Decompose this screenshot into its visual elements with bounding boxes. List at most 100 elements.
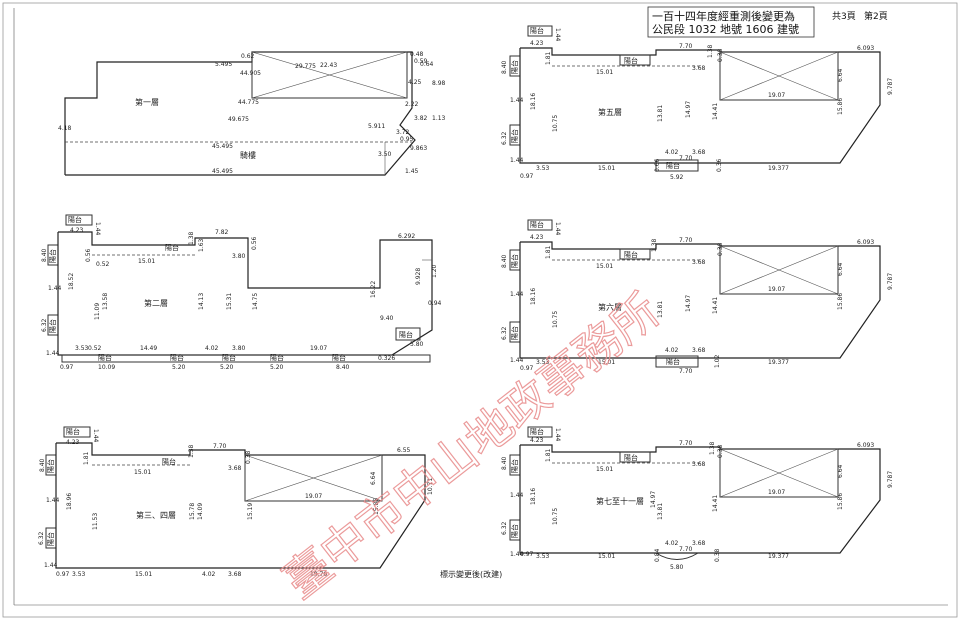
balcony-label: 陽台: [510, 326, 519, 340]
dim: 15.78: [189, 503, 196, 520]
dim: 10.09: [98, 364, 115, 371]
balcony-label: 陽台: [46, 459, 55, 473]
dim: 19.07: [768, 489, 785, 496]
dim: 7.70: [679, 43, 693, 50]
dim: 3.68: [228, 465, 242, 472]
dim: 0.95: [400, 136, 414, 143]
dim: 19.377: [768, 553, 789, 560]
dim: 15.01: [138, 258, 155, 265]
dim: 6.64: [837, 262, 844, 276]
dim: 1.38: [707, 44, 714, 58]
balcony-label: 陽台: [624, 250, 638, 259]
dim: 5.92: [670, 174, 684, 181]
dim: 5.80: [410, 341, 424, 348]
dim: 14.41: [712, 297, 719, 314]
dim: 5.911: [368, 123, 385, 130]
dim: 5.80: [670, 564, 684, 571]
dim: 5.20: [220, 364, 234, 371]
dim: 7.70: [679, 546, 693, 553]
dim: 3.68: [692, 259, 706, 266]
dim: 18.16: [530, 488, 537, 505]
dim: 6.093: [857, 45, 874, 52]
dim: 10.75: [552, 508, 559, 525]
dim: 6.64: [837, 68, 844, 82]
dim: 1.44: [554, 428, 561, 442]
dim: 14.13: [198, 293, 205, 310]
balcony-label: 陽台: [624, 453, 638, 462]
dim: 1.38: [651, 238, 658, 252]
floor-5-plan: 陽台 陽台 陽台 陽台 陽台 第五層 4.23 1.44 8.40 1.44 1…: [501, 25, 894, 181]
balcony-label: 陽台: [666, 161, 680, 170]
dim: 4.23: [530, 234, 544, 241]
dim: 1.44: [554, 222, 561, 236]
dim: 6.55: [397, 447, 411, 454]
balcony-label: 陽台: [510, 524, 519, 538]
balcony-label: 陽台: [162, 457, 176, 466]
dim: 15.01: [596, 466, 613, 473]
dim: 18.96: [66, 493, 73, 510]
dim: 4.23: [530, 40, 544, 47]
dim: 14.97: [685, 101, 692, 118]
dim: 3.50: [378, 151, 392, 158]
dim: 45.495: [212, 168, 233, 175]
floor-2-plan: 陽台 陽台 陽台 陽台 陽台 陽台 陽台 陽台 陽台 陽台 第二層 4.23 1…: [41, 214, 442, 371]
dim: 15.01: [596, 263, 613, 270]
dim: 14.41: [712, 495, 719, 512]
dim: 6.093: [857, 442, 874, 449]
dim: 3.68: [692, 149, 706, 156]
dim: 16.22: [370, 281, 377, 298]
dim: 4.02: [665, 347, 679, 354]
dim: 3.68: [692, 65, 706, 72]
dim: 19.70: [310, 571, 327, 578]
dim: 1.38: [188, 444, 195, 458]
dim: 10.75: [552, 115, 559, 132]
dim: 0.56: [251, 236, 258, 250]
floor-7-11-plan: 陽台 陽台 陽台 陽台 第七至十一層 4.23 1.44 8.40 1.44 1…: [501, 426, 894, 571]
balcony-label: 陽台: [332, 353, 346, 362]
floor-3-4-plan: 陽台 陽台 陽台 陽台 第三、四層 4.23 1.44 8.40 1.44 18…: [38, 426, 502, 579]
dim: 1.81: [545, 51, 552, 65]
balcony-label: 陽台: [530, 26, 544, 35]
dim: 1.44: [44, 562, 58, 569]
pages-total: 共3頁: [832, 11, 856, 22]
dim: 6.292: [398, 233, 415, 240]
dim: 6.32: [501, 521, 508, 535]
dim: 29.775: [295, 63, 316, 70]
dim: 10.75: [552, 311, 559, 328]
dim: 15.86: [837, 98, 844, 115]
dim: 4.25: [408, 79, 422, 86]
balcony-label: 陽台: [222, 353, 236, 362]
dim: 44.775: [238, 99, 259, 106]
dim: 0.64: [420, 61, 434, 68]
dim: 0.97: [520, 365, 534, 372]
balcony-label: 陽台: [530, 220, 544, 229]
dim: 13.81: [657, 301, 664, 318]
dim: 18.52: [68, 273, 75, 290]
dim: 0.38: [717, 242, 724, 256]
header-title-line2: 公民段 1032 地號 1606 建號: [652, 22, 799, 36]
dim: 19.377: [768, 165, 789, 172]
dim: 8.98: [432, 80, 446, 87]
dim: 19.377: [768, 359, 789, 366]
dim: 7.70: [679, 155, 693, 162]
dim: 15.01: [596, 69, 613, 76]
dim: 1.38: [709, 441, 716, 455]
dim: 7.70: [679, 368, 693, 375]
dim: 1.44: [510, 291, 524, 298]
dim: 1.44: [510, 357, 524, 364]
balcony-label: 陽台: [68, 215, 82, 224]
dim: 1.63: [198, 238, 205, 252]
dim: 0.326: [378, 355, 395, 362]
dim: 15.86: [837, 493, 844, 510]
floor-5-label: 第五層: [598, 107, 622, 117]
dim: 4.18: [58, 125, 72, 132]
dim: 7.70: [213, 443, 227, 450]
balcony-label: 陽台: [170, 353, 184, 362]
dim: 8.40: [501, 456, 508, 470]
dim: 15.01: [135, 571, 152, 578]
dim: 0.59: [414, 58, 428, 65]
floor-1-arcade-label: 騎樓: [240, 150, 256, 160]
dim: 0.52: [96, 261, 110, 268]
footnote: 標示變更後(改建): [440, 569, 502, 579]
